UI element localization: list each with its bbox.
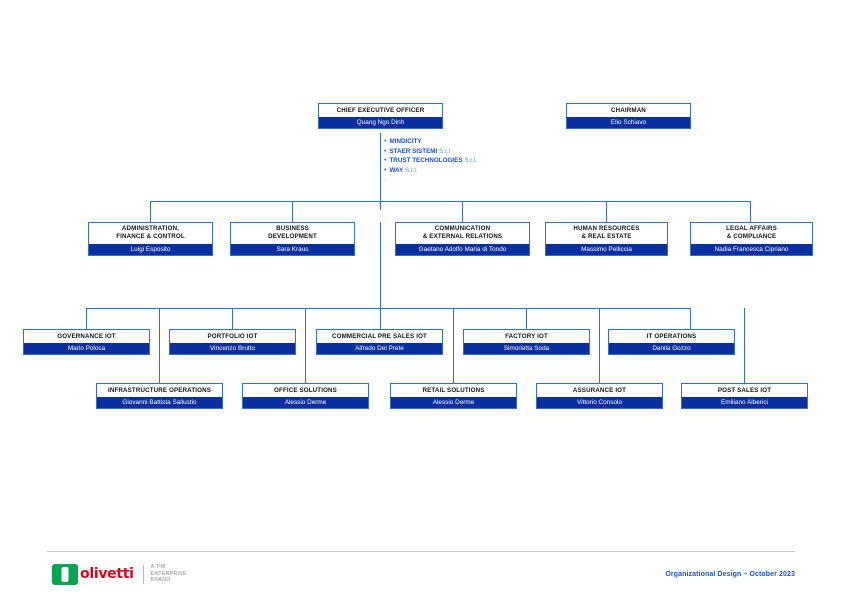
subsidiary-name: WAY bbox=[389, 166, 404, 174]
node-title: LEGAL AFFAIRS & COMPLIANCE bbox=[691, 223, 812, 244]
list-item: •TRUST TECHNOLOGIES S.r.l. bbox=[384, 156, 477, 166]
connector-drop-human-resources bbox=[606, 201, 607, 222]
node-retail-solutions[interactable]: RETAIL SOLUTIONS Alessio Derme bbox=[390, 383, 517, 409]
node-person: Giovanni Battista Sallustio bbox=[97, 397, 222, 408]
node-person: Sara Kraus bbox=[231, 243, 354, 255]
connector-trunk-to-iot bbox=[380, 222, 381, 308]
node-human-resources-real-estate[interactable]: HUMAN RESOURCES & REAL ESTATE Massimo Pe… bbox=[545, 222, 668, 256]
connector-drop-administration bbox=[150, 201, 151, 222]
subsidiary-name: TRUST TECHNOLOGIES bbox=[389, 157, 463, 165]
node-chief-executive-officer[interactable]: CHIEF EXECUTIVE OFFICER Quang Ngo Dinh bbox=[318, 103, 443, 129]
connector-drop-portfolio-iot bbox=[232, 308, 233, 329]
node-person: Danila Gozzo bbox=[609, 343, 734, 354]
node-chairman[interactable]: CHAIRMAN Elio Schiavo bbox=[566, 103, 691, 129]
connector-drop-legal-affairs bbox=[750, 201, 751, 222]
node-governance-iot[interactable]: GOVERNANCE IOT Mario Polosa bbox=[23, 329, 150, 355]
olivetti-wordmark: olivetti bbox=[80, 566, 134, 582]
node-title: COMMUNICATION & EXTERNAL RELATIONS bbox=[396, 223, 529, 244]
olivetti-logo-icon bbox=[52, 563, 78, 585]
subsidiary-suffix: S.r.l. bbox=[404, 166, 418, 174]
logo-tagline: A TIM ENTERPRISE BRAND bbox=[150, 564, 187, 584]
node-title: ASSURANCE IOT bbox=[537, 384, 662, 397]
connector-drop-it-operations bbox=[690, 308, 691, 329]
list-item: •MINDICITY bbox=[384, 137, 477, 147]
node-assurance-iot[interactable]: ASSURANCE IOT Vittorio Consolo bbox=[536, 383, 663, 409]
olivetti-logo-bar bbox=[61, 566, 69, 582]
subsidiaries-trailing-dot: . bbox=[385, 175, 387, 183]
node-title: IT OPERATIONS bbox=[609, 330, 734, 343]
node-person: Elio Schiavo bbox=[567, 117, 690, 128]
node-portfolio-iot[interactable]: PORTFOLIO IOT Vincenzo Brutto bbox=[169, 329, 296, 355]
node-factory-iot[interactable]: FACTORY IOT Simonetta Soda bbox=[463, 329, 590, 355]
node-person: Emiliano Alberici bbox=[682, 397, 807, 408]
connector-drop-communication bbox=[462, 201, 463, 222]
subsidiaries-list: •MINDICITY •STAER SISTEMI S.r.l •TRUST T… bbox=[384, 137, 477, 183]
connector-drop-assurance-iot bbox=[599, 308, 600, 383]
node-it-operations[interactable]: IT OPERATIONS Danila Gozzo bbox=[608, 329, 735, 355]
node-person: Alessio Derme bbox=[391, 397, 516, 408]
connector-drop-business-development bbox=[292, 201, 293, 222]
list-item: •STAER SISTEMI S.r.l bbox=[384, 147, 477, 157]
node-legal-affairs-compliance[interactable]: LEGAL AFFAIRS & COMPLIANCE Nadia Frances… bbox=[690, 222, 813, 256]
node-office-solutions[interactable]: OFFICE SOLUTIONS Alessio Derme bbox=[242, 383, 369, 409]
node-title: CHAIRMAN bbox=[567, 104, 690, 117]
node-title: FACTORY IOT bbox=[464, 330, 589, 343]
node-title: ADMINISTRATION, FINANCE & CONTROL bbox=[89, 223, 212, 244]
connector-drop-office-solutions bbox=[305, 308, 306, 383]
connector-iot-bus bbox=[86, 308, 690, 309]
bullet-icon: • bbox=[384, 138, 387, 145]
connector-drop-factory-iot bbox=[526, 308, 527, 329]
olivetti-logo: olivetti A TIM ENTERPRISE BRAND bbox=[52, 561, 187, 587]
node-person: Luigi Esposito bbox=[89, 243, 212, 255]
node-title: INFRASTRUCTURE OPERATIONS bbox=[97, 384, 222, 397]
node-post-sales-iot[interactable]: POST SALES IOT Emiliano Alberici bbox=[681, 383, 808, 409]
node-person: Alessio Derme bbox=[243, 397, 368, 408]
node-title: RETAIL SOLUTIONS bbox=[391, 384, 516, 397]
connector-drop-post-sales-iot bbox=[744, 308, 745, 383]
connector-ceo-trunk bbox=[380, 133, 381, 210]
node-person: Gaetano Adolfo Maria di Tondo bbox=[396, 243, 529, 255]
node-title: OFFICE SOLUTIONS bbox=[243, 384, 368, 397]
node-person: Alfredo Del Prete bbox=[317, 343, 442, 354]
subsidiary-name: STAER SISTEMI bbox=[389, 147, 438, 155]
list-item: •WAY S.r.l. bbox=[384, 166, 477, 176]
bullet-icon: • bbox=[384, 157, 387, 165]
connector-functions-bus bbox=[150, 201, 750, 202]
node-title: PORTFOLIO IOT bbox=[170, 330, 295, 343]
subsidiary-suffix: S.r.l bbox=[439, 147, 450, 155]
connector-drop-retail-solutions bbox=[453, 308, 454, 383]
node-person: Massimo Pelliccia bbox=[546, 243, 667, 255]
bullet-icon: • bbox=[384, 166, 387, 174]
node-person: Simonetta Soda bbox=[464, 343, 589, 354]
connector-drop-commercial-pre-sales-iot bbox=[380, 308, 381, 329]
subsidiary-suffix: S.r.l. bbox=[464, 157, 477, 165]
connector-drop-governance-iot bbox=[86, 308, 87, 329]
node-title: CHIEF EXECUTIVE OFFICER bbox=[319, 104, 442, 117]
bullet-icon: • bbox=[384, 147, 387, 155]
node-person: Mario Polosa bbox=[24, 343, 149, 354]
node-administration-finance-control[interactable]: ADMINISTRATION, FINANCE & CONTROL Luigi … bbox=[88, 222, 213, 256]
node-infrastructure-operations[interactable]: INFRASTRUCTURE OPERATIONS Giovanni Batti… bbox=[96, 383, 223, 409]
node-title: POST SALES IOT bbox=[682, 384, 807, 397]
subsidiary-name: MINDICITY bbox=[389, 138, 422, 145]
node-title: GOVERNANCE IOT bbox=[24, 330, 149, 343]
node-person: Quang Ngo Dinh bbox=[319, 117, 442, 128]
node-person: Vincenzo Brutto bbox=[170, 343, 295, 354]
footer-divider bbox=[47, 551, 795, 552]
node-person: Vittorio Consolo bbox=[537, 397, 662, 408]
node-title: HUMAN RESOURCES & REAL ESTATE bbox=[546, 223, 667, 244]
node-title: COMMERCIAL PRE SALES IOT bbox=[317, 330, 442, 343]
node-communication-external-relations[interactable]: COMMUNICATION & EXTERNAL RELATIONS Gaeta… bbox=[395, 222, 530, 256]
node-commercial-pre-sales-iot[interactable]: COMMERCIAL PRE SALES IOT Alfredo Del Pre… bbox=[316, 329, 443, 355]
logo-divider bbox=[142, 564, 144, 584]
node-person: Nadia Francesca Cipriano bbox=[691, 243, 812, 255]
footer-note: Organizational Design – October 2023 bbox=[665, 571, 795, 578]
node-title: BUSINESS DEVELOPMENT bbox=[231, 223, 354, 244]
node-business-development[interactable]: BUSINESS DEVELOPMENT Sara Kraus bbox=[230, 222, 355, 256]
connector-drop-infrastructure-operations bbox=[159, 308, 160, 383]
